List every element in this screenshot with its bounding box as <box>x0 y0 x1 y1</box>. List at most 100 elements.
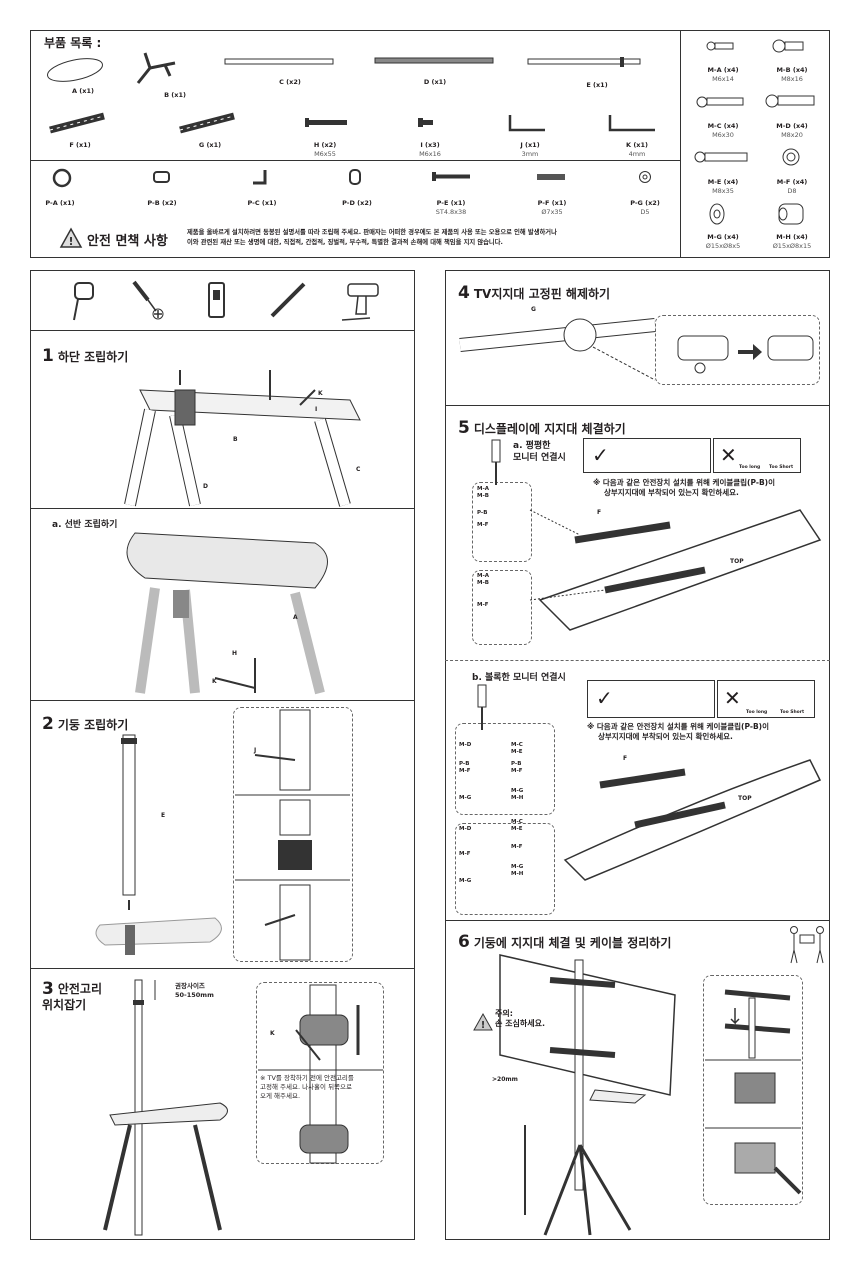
hardware-label: M-E (x4)M8x35 <box>707 178 739 195</box>
warning-icon: ! <box>59 227 83 248</box>
step-6-detail-illustration <box>705 989 802 1195</box>
step-5a-hardware-inset <box>472 570 532 645</box>
step-6-detail-inset <box>703 975 803 1205</box>
cross-icon: ✕ <box>720 443 737 467</box>
divider <box>30 700 415 701</box>
note-line: ※ 다음과 같은 안전장치 설치를 위해 케이블클립(P-B)이 <box>587 722 770 731</box>
callout: M-G <box>459 878 472 884</box>
callout-j: J <box>254 747 257 754</box>
part-h-bolt-icon <box>305 118 347 127</box>
hardware-label: M-D (x4)M8x20 <box>776 122 808 139</box>
part-label: K (x1)4mm <box>626 141 648 158</box>
part-label: P-C (x1) <box>247 199 277 207</box>
part-b-base-icon <box>136 52 176 84</box>
note-line: 상부지지대에 부착되어 있는지 확인하세요. <box>598 732 733 741</box>
callout: M-F <box>459 851 471 857</box>
divider <box>445 660 830 661</box>
right-steps-panel <box>445 270 830 1240</box>
hardware-label: M-B (x4)M8x16 <box>776 66 808 83</box>
step-5a-tv-illustration <box>529 509 822 631</box>
callout: M-H <box>511 871 524 877</box>
note-line: 고정해 주세요. 나사홀이 뒤쪽으로 <box>260 1083 352 1091</box>
callout-b: B <box>233 436 238 443</box>
callout-i: I <box>315 406 318 413</box>
step-4-bracket-illustration <box>459 318 656 381</box>
part-label: F (x1) <box>69 141 91 149</box>
part-f-bracket-icon <box>49 112 105 134</box>
part-g-bracket-icon <box>179 112 235 134</box>
callout-g: G <box>531 306 536 313</box>
step-4-detail-inset <box>655 315 820 385</box>
check-icon: ✓ <box>596 686 613 710</box>
divider <box>30 160 680 161</box>
l-bracket-icon <box>253 170 267 185</box>
svg-text:!: ! <box>481 1020 486 1031</box>
spacer-m-h-icon <box>778 203 804 225</box>
callout: M-F <box>511 844 523 850</box>
correct-example-box: ✓ <box>583 438 711 473</box>
callout-c: C <box>356 466 361 473</box>
step-6-tv-illustration <box>499 954 676 1236</box>
check-icon: ✓ <box>592 443 609 467</box>
screw-m-d-icon <box>765 94 815 108</box>
divider <box>445 405 830 406</box>
part-a-shelf-icon <box>47 58 103 82</box>
divider <box>680 30 681 258</box>
cross-icon: ✕ <box>724 686 741 710</box>
part-label: A (x1) <box>72 87 94 95</box>
callout-a: A <box>293 614 298 621</box>
wall-anchor-icon <box>537 174 565 180</box>
divider <box>30 508 415 509</box>
hardware-label: M-A (x4)M6x14 <box>707 66 739 83</box>
part-label: P-B (x2) <box>147 199 177 207</box>
callout: M-C <box>511 742 523 748</box>
callout-k: K <box>270 1030 275 1037</box>
note-line: ※ TV를 장착하기 전에 안전고리를 <box>260 1074 354 1082</box>
callout: M-F <box>477 602 489 608</box>
callout: M-A <box>477 486 490 492</box>
callout-k: K <box>318 390 323 397</box>
note-line: 오게 해주세요. <box>260 1092 301 1100</box>
part-label: E (x1) <box>586 81 608 89</box>
callout-h: H <box>232 650 238 657</box>
caution-line: 주의: <box>495 1009 513 1018</box>
step-1a-shelf-illustration <box>126 532 328 695</box>
washer-icon <box>639 171 651 183</box>
screw-m-a-icon <box>706 41 734 51</box>
pencil-icon <box>270 282 306 318</box>
clip-icon <box>349 169 361 185</box>
disclaimer-line: 제품을 올바르게 설치하려면 동봉된 설명서를 따라 조립해 주세요. 판매자는… <box>187 229 557 236</box>
step-5a-hardware-inset <box>472 482 532 562</box>
step-2-detail-inset <box>233 707 353 962</box>
callout: M-G <box>511 788 524 794</box>
step-5b-tv-illustration <box>563 759 822 881</box>
callout: M-G <box>459 795 472 801</box>
caution-line: 손 조심하세요. <box>495 1019 545 1028</box>
step-3-title-line: 안전고리 <box>57 982 103 996</box>
svg-text:!: ! <box>68 235 73 248</box>
screwdriver-icon <box>477 684 487 730</box>
part-label: G (x1) <box>198 141 222 149</box>
part-label: C (x2) <box>279 78 301 86</box>
part-k-allen-key-icon <box>608 115 655 132</box>
incorrect-example-box: ✕ Too long Too Short <box>713 438 801 473</box>
step-3-title-line: 위치잡기 <box>42 998 87 1012</box>
callout: M-G <box>511 864 524 870</box>
cable-clip-icon <box>153 171 170 183</box>
part-c-leg-icon <box>224 58 334 65</box>
step-3-ring-illustration <box>258 984 383 1164</box>
incorrect-example-box: ✕ Too long Too Short <box>717 680 815 718</box>
step-2-detail-illustration <box>235 709 350 961</box>
spacer-m-g-icon <box>709 203 725 225</box>
screw-m-e-icon <box>694 151 748 163</box>
wood-screw-icon <box>432 172 470 181</box>
step-3-detail-inset <box>256 982 384 1164</box>
